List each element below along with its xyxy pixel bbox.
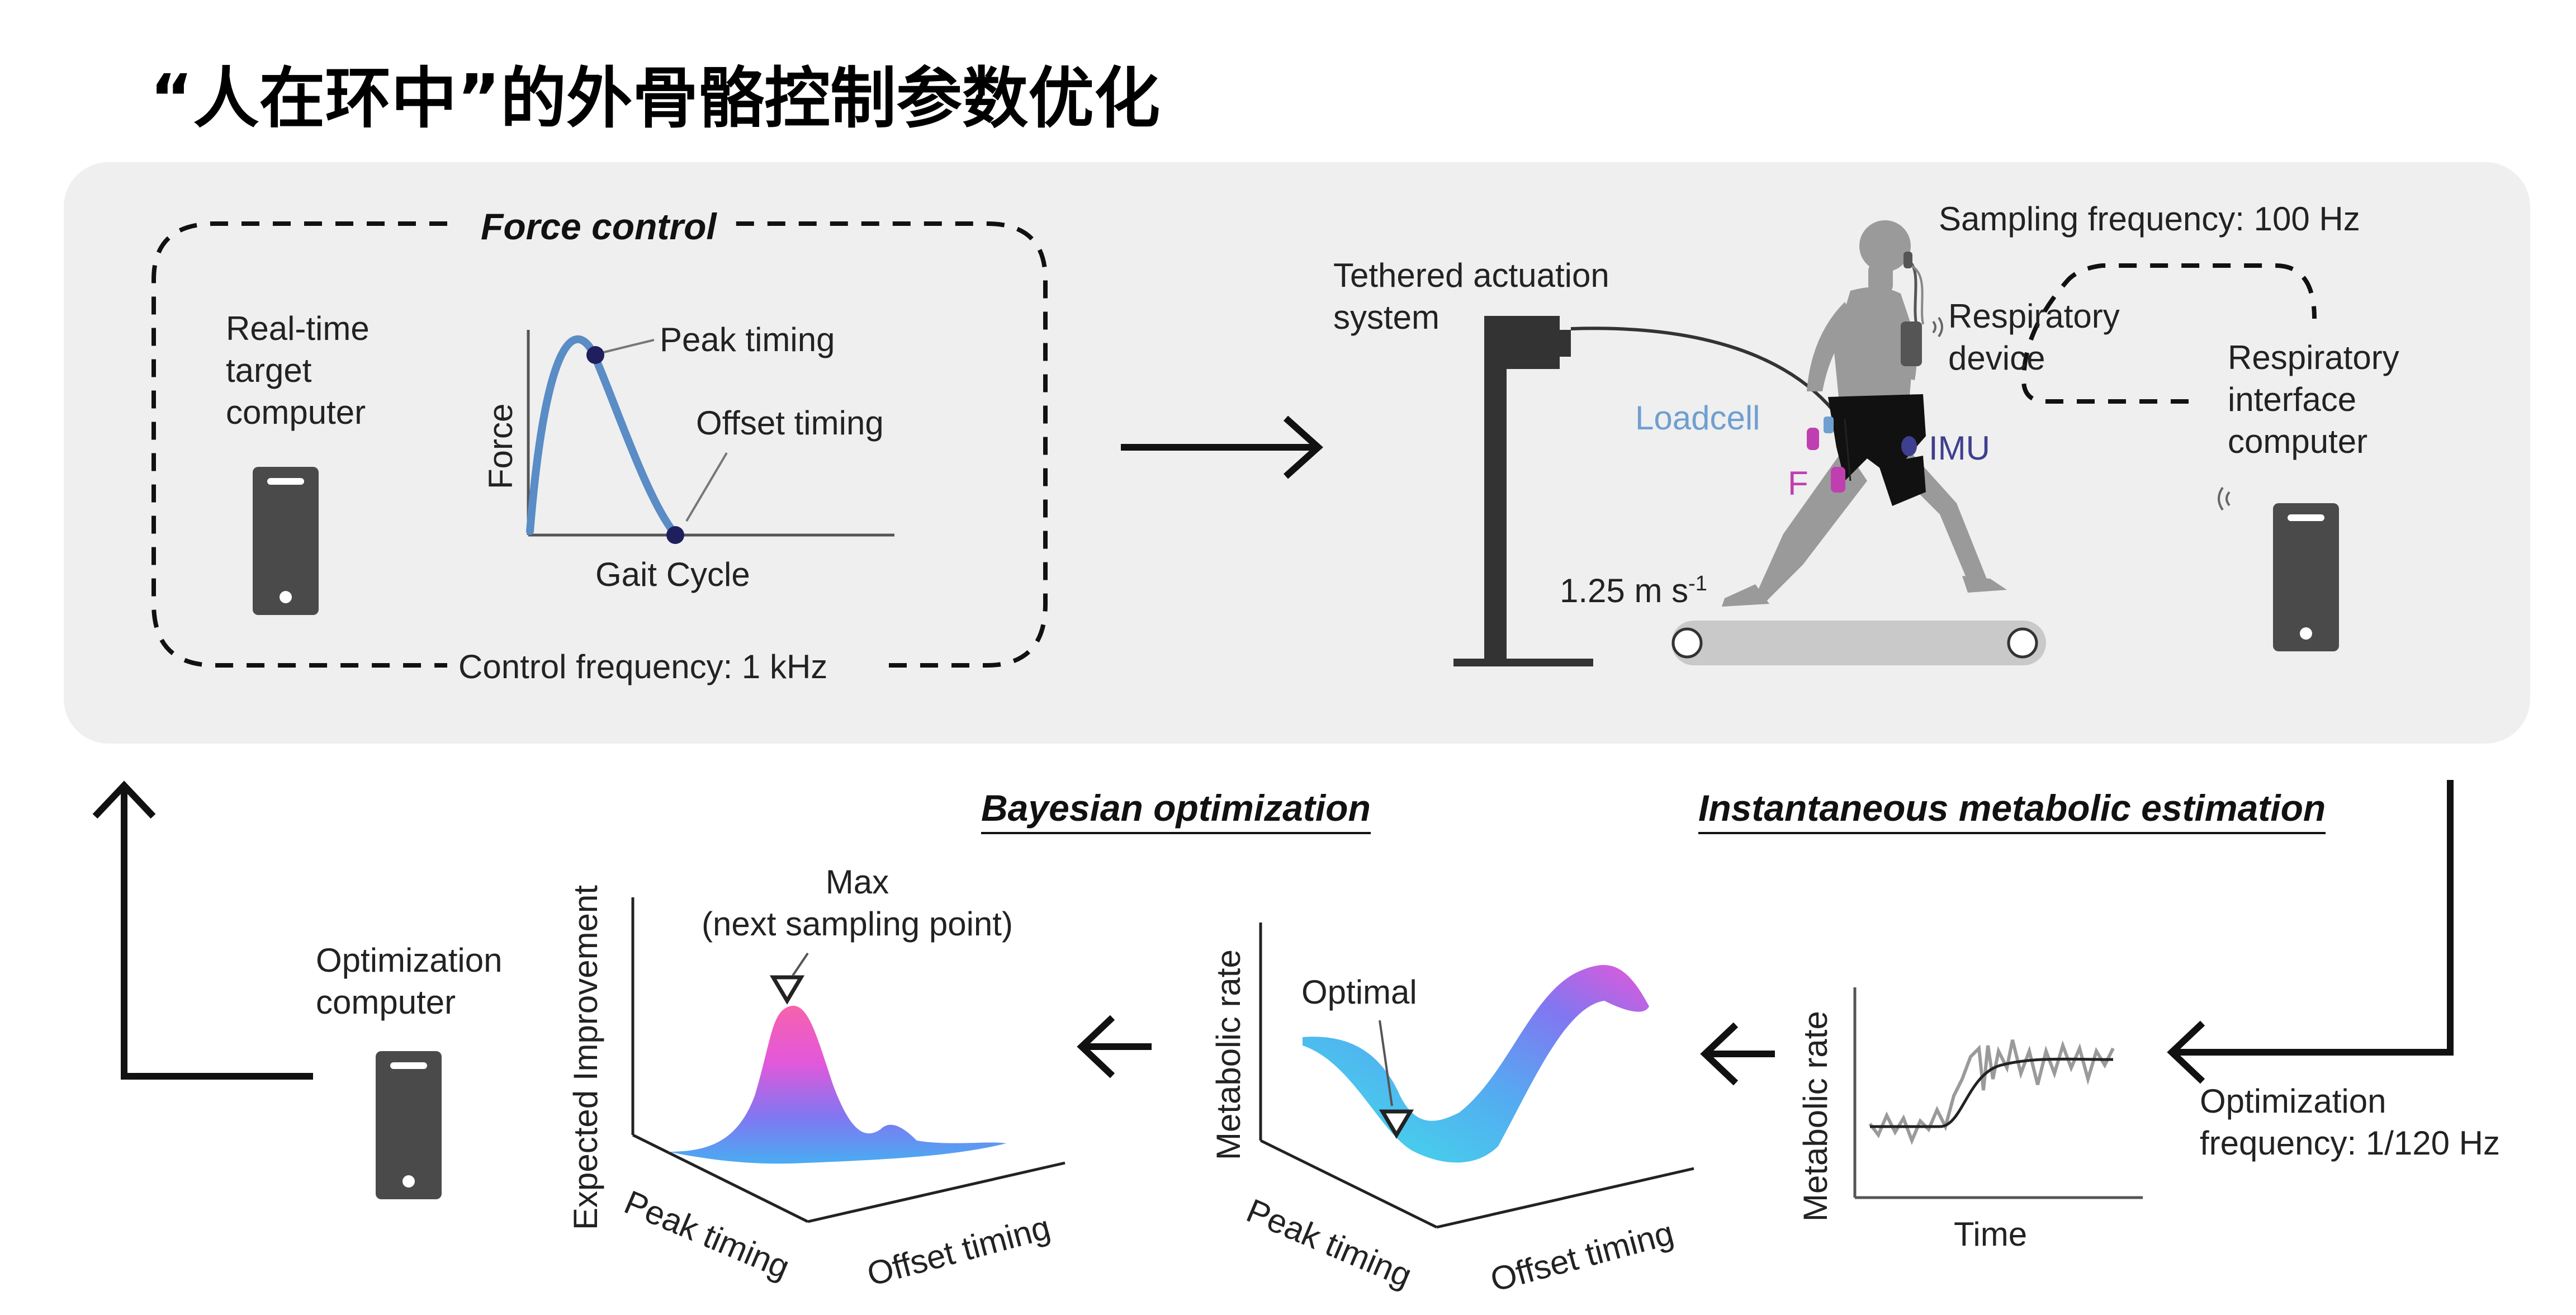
treadmill xyxy=(1671,621,2046,665)
metabolic-surface-y-label: Metabolic rate xyxy=(1210,949,1247,1160)
loadcell-cable xyxy=(1844,419,1852,481)
control-frequency-label: Control frequency: 1 kHz xyxy=(458,648,828,685)
offset-timing-marker xyxy=(666,526,684,544)
peak-timing-marker xyxy=(586,346,604,364)
target-computer-icon xyxy=(253,467,319,615)
loadcell-marker xyxy=(1824,417,1834,433)
arrow-right-icon xyxy=(1121,415,1323,479)
gait-cycle-label: Gait Cycle xyxy=(595,556,750,593)
force-control-heading: Force control xyxy=(481,206,717,247)
max-leader-line xyxy=(792,952,809,977)
return-up-arrow xyxy=(92,781,313,1080)
metabolic-fit-curve xyxy=(1870,1057,2114,1128)
imu-label: IMU xyxy=(1929,429,1990,467)
treadmill-speed-label: 1.25 m s-1 xyxy=(1560,573,1707,608)
optimization-frequency-label: Optimization frequency: 1/120 Hz xyxy=(2200,1082,2500,1162)
respiratory-dashed-link xyxy=(2021,263,2317,404)
force-sensor-marker-lower xyxy=(1831,467,1845,493)
force-control-dashed-border xyxy=(151,221,1048,668)
loadcell-label: Loadcell xyxy=(1635,399,1760,437)
peak-timing-label: Peak timing xyxy=(660,321,835,358)
arrow-left-icon-1 xyxy=(1700,1022,1775,1086)
tethered-actuation-label: Tethered actuation system xyxy=(1333,257,1609,336)
target-computer-label: Real-time target computer xyxy=(226,310,370,431)
metabolic-time-chart xyxy=(1853,987,2143,1199)
force-axis-label: Force xyxy=(482,403,519,489)
expected-improvement-plot xyxy=(631,897,1066,1223)
respiratory-computer-icon xyxy=(2273,503,2339,651)
force-curve xyxy=(526,335,679,538)
metabolic-raw-trace xyxy=(1868,1039,2115,1146)
optimization-computer-icon xyxy=(376,1051,442,1199)
force-sensor-marker-upper xyxy=(1807,428,1819,450)
offset-timing-label: Offset timing xyxy=(696,404,884,442)
optimal-leader-line xyxy=(1379,1020,1393,1106)
metabolic-surface-plot xyxy=(1259,923,1694,1229)
peak-leader-line xyxy=(603,339,655,353)
optimization-computer-label: Optimization computer xyxy=(316,942,503,1021)
force-chart-axes xyxy=(527,330,894,537)
computer-wireless-icon xyxy=(2218,486,2231,511)
time-axis-label: Time xyxy=(1954,1215,2028,1253)
force-sensor-label: F xyxy=(1788,465,1808,502)
exosuit-shorts xyxy=(1828,394,1926,506)
page-title: “人在环中”的外骨骼控制参数优化 xyxy=(150,60,1161,137)
speed-unit-sup: -1 xyxy=(1688,572,1707,595)
respiratory-device-icon xyxy=(1901,252,1924,366)
expected-improvement-surface xyxy=(668,1005,1006,1164)
metabolic-time-y-label: Metabolic rate xyxy=(1797,1011,1834,1222)
metabolic-estimation-heading: Instantaneous metabolic estimation xyxy=(1698,789,2326,834)
max-next-sampling-label: Max (next sampling point) xyxy=(702,863,1013,943)
respiratory-device-label: Respiratory device xyxy=(1948,297,2120,377)
speed-value: 1.25 m s xyxy=(1560,572,1689,609)
offset-leader-line xyxy=(685,452,728,522)
arrow-left-icon-2 xyxy=(1077,1015,1152,1079)
respiratory-wireless-icon xyxy=(1932,316,1943,338)
respiratory-computer-label: Respiratory interface computer xyxy=(2228,339,2399,460)
tether-cable xyxy=(1570,327,1835,412)
sampling-frequency-label: Sampling frequency: 100 Hz xyxy=(1939,200,2360,238)
tethered-actuation-frame xyxy=(1453,316,1593,666)
imu-marker xyxy=(1901,436,1917,456)
optimal-marker-icon xyxy=(1379,1109,1414,1139)
bayesian-heading: Bayesian optimization xyxy=(981,789,1371,834)
hardware-panel xyxy=(64,162,2530,744)
expected-improvement-y-label: Expected Improvement xyxy=(567,885,604,1230)
max-marker-icon xyxy=(769,975,805,1005)
optimization-loop-arrow xyxy=(2167,780,2454,1084)
optimal-label: Optimal xyxy=(1301,973,1417,1011)
